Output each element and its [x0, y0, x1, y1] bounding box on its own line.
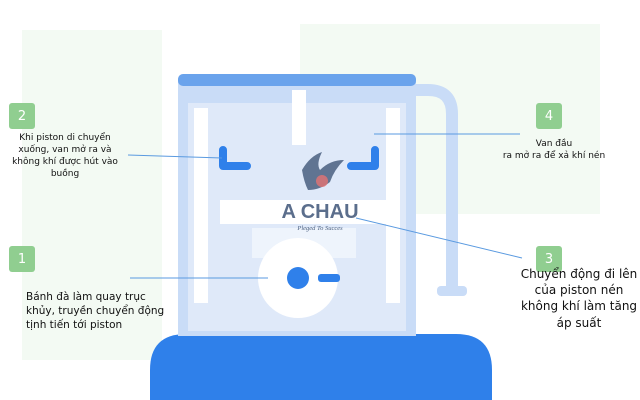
step-badge-3: 3 [536, 246, 562, 272]
piston [220, 200, 386, 224]
inner-wall-left [194, 108, 208, 303]
step-4-line-2: ra mở ra để xả khí nén [502, 151, 606, 162]
step-4-line-1: Van đầu [535, 139, 573, 149]
step-badge-2: 2 [9, 103, 35, 129]
cylinder-top-cap [178, 74, 416, 86]
background-panel-left [22, 30, 162, 360]
compressor-base [150, 334, 492, 400]
step-badge-4: 4 [536, 103, 562, 129]
logo-sun [316, 175, 328, 187]
step-4-description: Van đầu ra mở ra để xả khí nén [488, 138, 620, 162]
step-1-description: Bánh đà làm quay trục khủy, truyền chuyể… [26, 291, 165, 332]
valve-stem-top [292, 90, 306, 145]
crank-arm [318, 274, 340, 282]
eagle-icon [302, 152, 344, 190]
callout-line-2 [127, 154, 223, 159]
logo-tagline: Pleged To Succes [296, 225, 343, 232]
crankshaft-hub [287, 267, 309, 289]
outlet-pipe [416, 84, 458, 290]
logo-wordmark: A CHAU [281, 201, 358, 223]
callout-line-3 [355, 217, 523, 259]
outlet-valve [347, 146, 379, 170]
inner-wall-right [386, 108, 400, 303]
step-2-description: Khi piston di chuyển xuống, van mở ra và… [12, 133, 118, 180]
step-3-description: Chuyển động đi lên của piston nén không … [520, 267, 638, 330]
step-badge-1: 1 [9, 246, 35, 272]
pipe-clamp [437, 286, 467, 296]
achau-logo: A CHAU Pleged To Succes [281, 152, 359, 232]
inlet-valve [219, 146, 251, 170]
